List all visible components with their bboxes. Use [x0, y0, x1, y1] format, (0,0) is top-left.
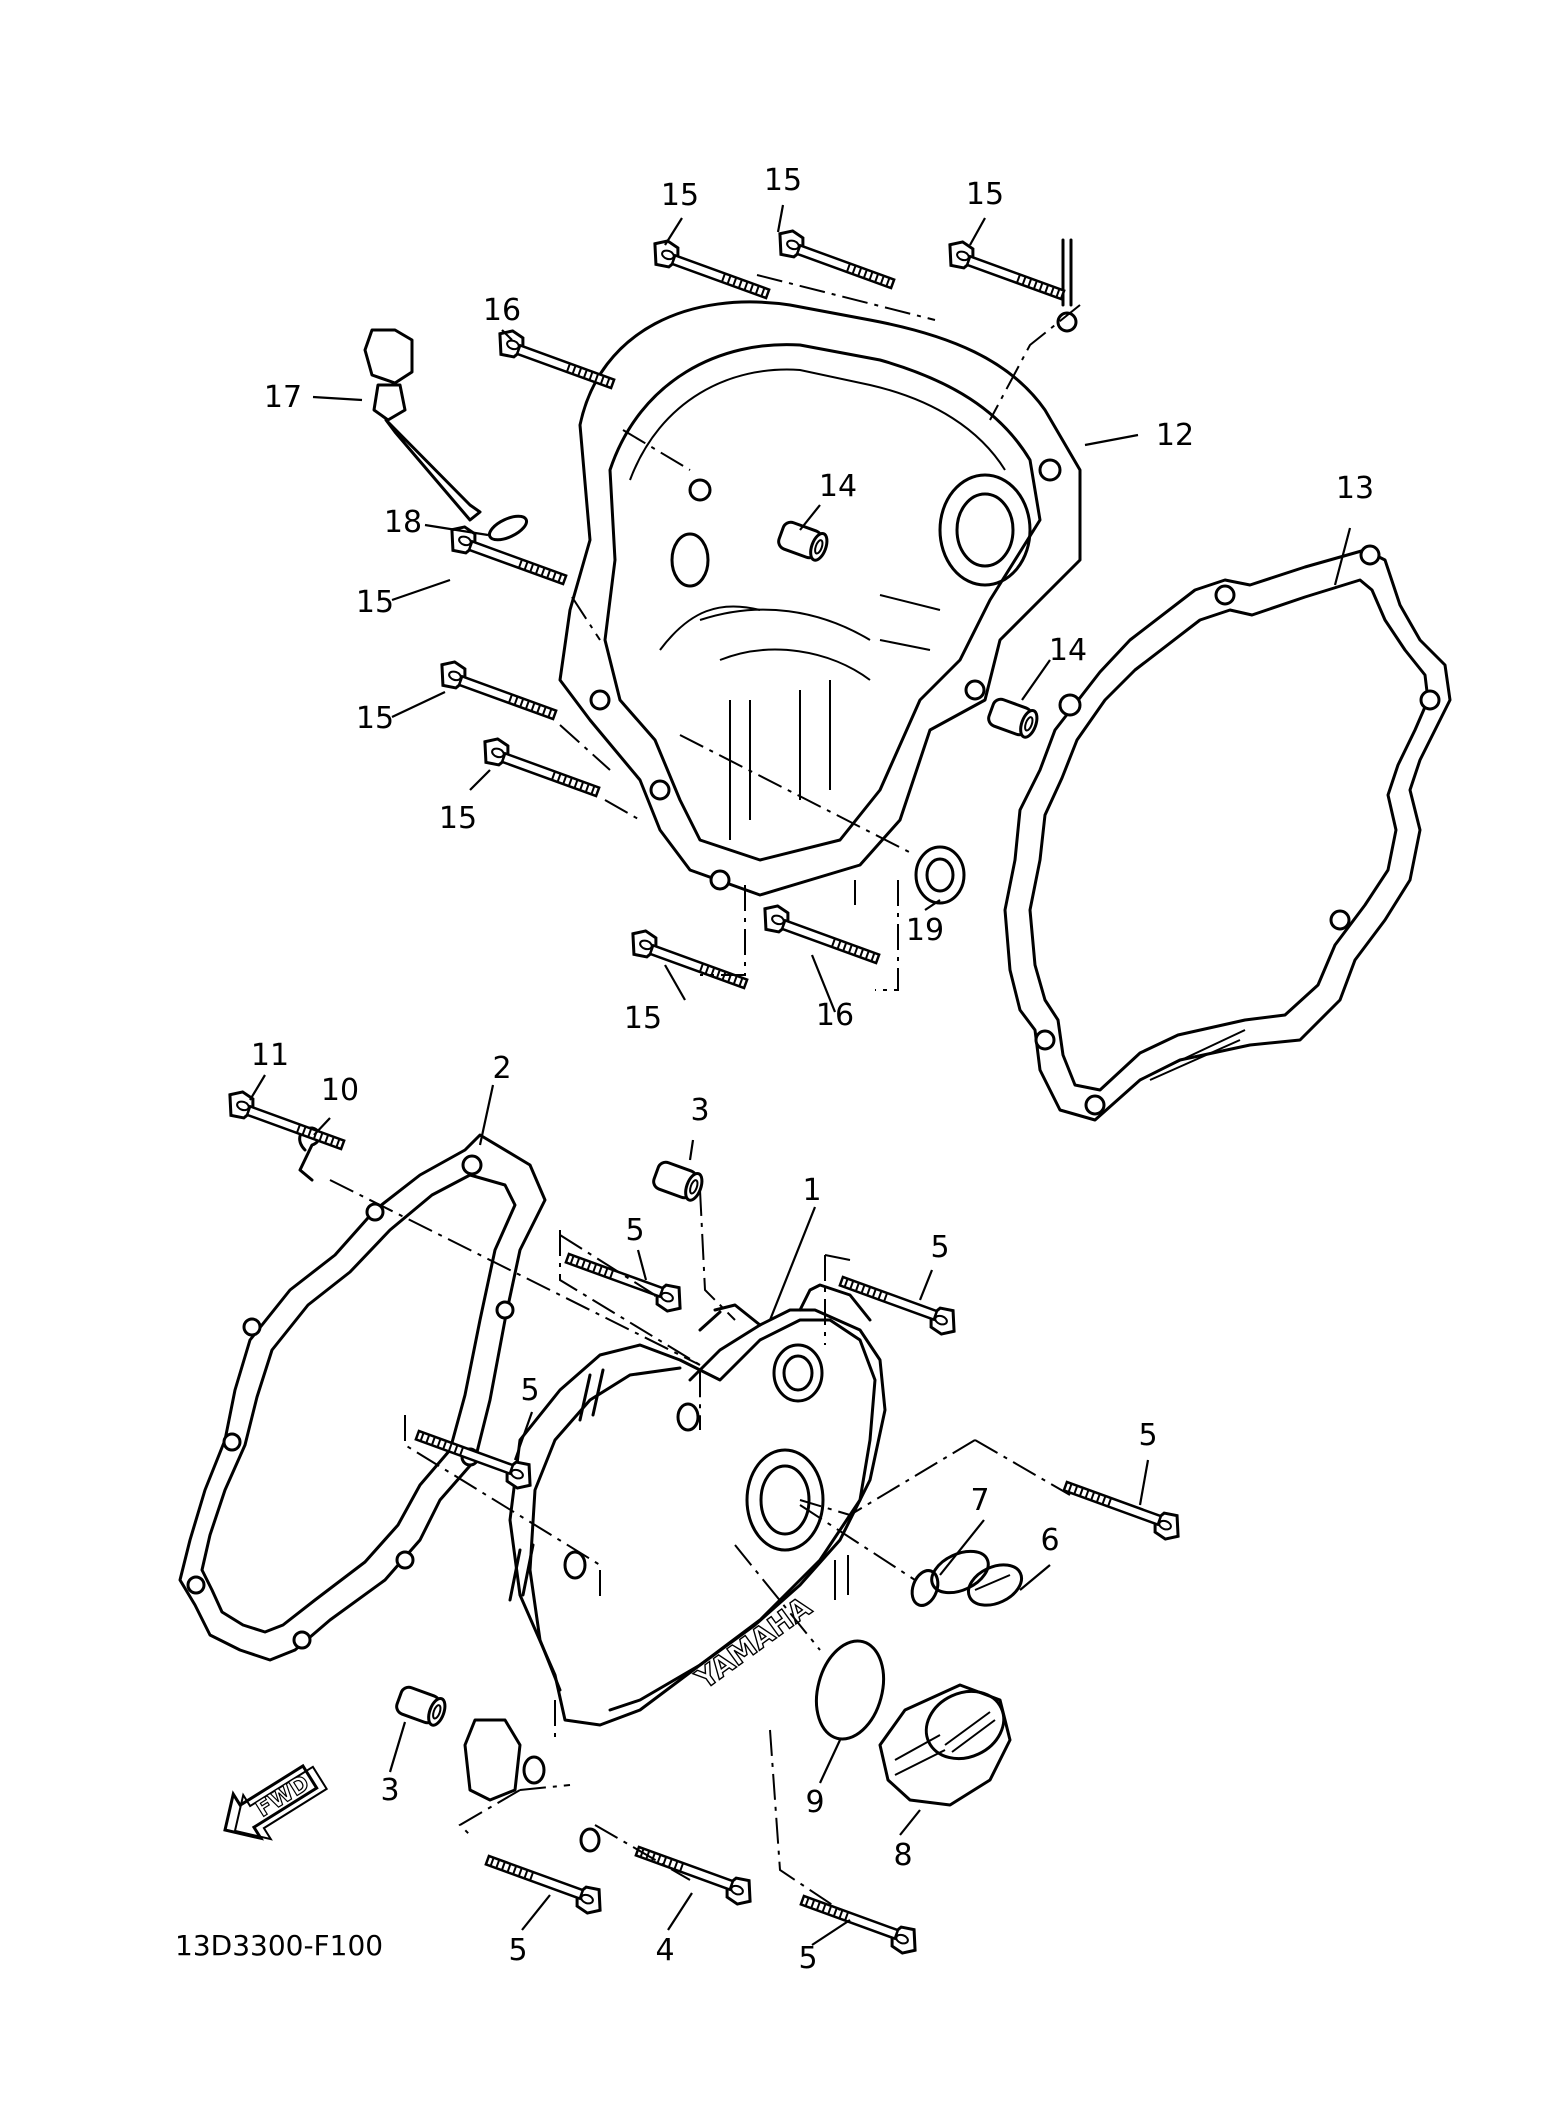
callout-2: 2 [492, 1051, 511, 1086]
gasket-upper [1003, 544, 1452, 1122]
dowel-pin-3-lower [392, 1683, 450, 1729]
callout-4: 4 [655, 1933, 674, 1968]
callout-5: 5 [508, 1933, 527, 1968]
callout-13: 13 [1336, 471, 1374, 506]
callout-19: 19 [906, 913, 944, 948]
oil-seal [914, 845, 966, 905]
callout-15: 15 [356, 701, 394, 736]
callout-5: 5 [798, 1941, 817, 1976]
callout-1: 1 [802, 1173, 821, 1208]
callout-15: 15 [439, 801, 477, 836]
bolt-16-lower [756, 900, 885, 971]
callout-15: 15 [356, 585, 394, 620]
leader-lines [249, 204, 1352, 1946]
bolt-15-bottom [624, 925, 753, 996]
dowel-pin-3-upper [649, 1158, 707, 1204]
crankcase-cover-outer: YAMAHA [463, 1283, 887, 1853]
callout-3: 3 [690, 1093, 709, 1128]
crankshaft-end-cover-plug [930, 1549, 1023, 1607]
oil-level-gauge [363, 328, 482, 522]
bolt-15-left-2 [433, 656, 562, 727]
bolt-5-e [480, 1848, 609, 1919]
callout-6: 6 [1040, 1523, 1059, 1558]
gasket-lower [178, 1133, 547, 1662]
callout-5: 5 [625, 1213, 644, 1248]
callout-15: 15 [624, 1001, 662, 1036]
callout-5: 5 [520, 1373, 539, 1408]
o-ring-small [910, 1569, 940, 1607]
callout-15: 15 [764, 163, 802, 198]
callout-16: 16 [816, 998, 854, 1033]
bolt-4 [630, 1839, 759, 1910]
callout-9: 9 [805, 1785, 824, 1820]
callout-14: 14 [1049, 633, 1087, 668]
callout-18: 18 [384, 505, 422, 540]
o-ring-upper [487, 514, 529, 542]
callout-15: 15 [966, 177, 1004, 212]
o-ring-large [814, 1639, 886, 1741]
callout-14: 14 [819, 469, 857, 504]
bolt-15-top-right [941, 236, 1070, 307]
bolt-16-upper [491, 325, 620, 396]
diagram-code: 13D3300-F100 [175, 1929, 383, 1962]
bolt-15-left-1 [443, 521, 572, 592]
bolt-15-top-left [646, 235, 775, 306]
forward-arrow-icon: FWD [223, 1763, 329, 1841]
callout-8: 8 [893, 1838, 912, 1873]
bolt-15-left-3 [476, 733, 605, 804]
timing-plug [878, 1683, 1012, 1807]
callout-17: 17 [264, 380, 302, 415]
dowel-pin-14-outer [984, 695, 1042, 741]
brand-mark: YAMAHA [689, 1590, 818, 1696]
callout-16: 16 [483, 293, 521, 328]
callout-11: 11 [251, 1038, 289, 1073]
callout-5: 5 [930, 1230, 949, 1265]
callout-15: 15 [661, 178, 699, 213]
callout-10: 10 [321, 1073, 359, 1108]
crankcase-cover-inner [558, 300, 1082, 897]
callout-12: 12 [1156, 418, 1194, 453]
bolt-5-d [1058, 1474, 1187, 1545]
callout-7: 7 [970, 1483, 989, 1518]
callout-3: 3 [380, 1773, 399, 1808]
crankcase-breather-hose [1056, 238, 1078, 333]
callout-5: 5 [1138, 1418, 1157, 1453]
